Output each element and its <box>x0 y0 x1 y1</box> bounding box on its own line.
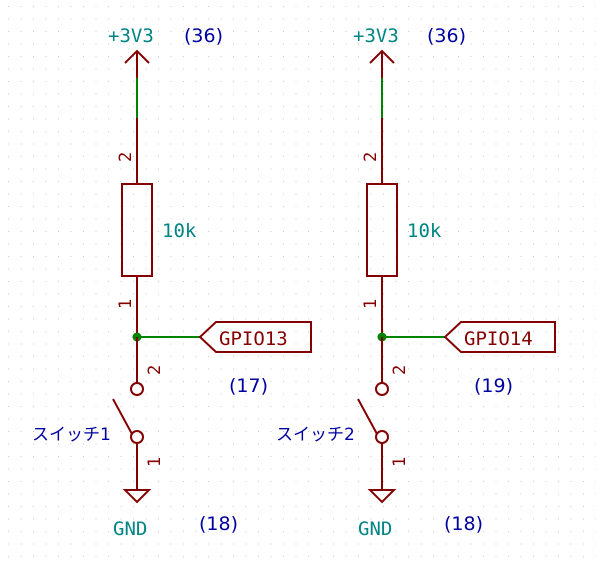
power-pin-number: (36) <box>427 25 466 47</box>
switch-pin-bottom: 1 <box>390 457 410 467</box>
resistor-body <box>366 183 398 277</box>
switch-name: スイッチ2 <box>276 425 355 445</box>
power-arrow-icon <box>369 49 395 78</box>
circuit-2: +3V3 (36) 2 1 10k GPIO14 (19) 2 1 スイッチ2 … <box>276 25 556 540</box>
circuit-1: +3V3 (36) 2 1 10k GPIO13 (17) 2 1 スイッチ1 … <box>32 25 312 540</box>
ground-icon <box>367 489 397 504</box>
ground-icon <box>122 489 152 504</box>
power-label: +3V3 <box>353 25 399 47</box>
switch-contact-bottom <box>130 430 144 444</box>
gpio-pin-number: (19) <box>474 375 513 397</box>
resistor-pin-bottom: 1 <box>361 299 381 309</box>
ground-pin-number: (18) <box>199 513 238 535</box>
gpio-label: GPIO14 <box>464 328 533 350</box>
gpio-label-flag <box>198 321 312 353</box>
gpio-label: GPIO13 <box>219 328 288 350</box>
grid-dots <box>8 6 596 557</box>
switch-pin-bottom: 1 <box>145 457 165 467</box>
resistor-pin-bottom: 1 <box>116 299 136 309</box>
gpio-pin-number: (17) <box>229 375 268 397</box>
switch-contact-bottom <box>375 430 389 444</box>
switch-pin-top: 2 <box>390 365 410 375</box>
resistor-body <box>121 183 153 277</box>
power-arrow-icon <box>124 49 150 78</box>
ground-pin-number: (18) <box>444 513 483 535</box>
switch-pin-top: 2 <box>145 365 165 375</box>
ground-label: GND <box>358 518 392 540</box>
resistor-pin-top: 2 <box>361 152 381 162</box>
gpio-label-flag <box>443 321 556 353</box>
switch-name: スイッチ1 <box>32 425 111 445</box>
resistor-pin-top: 2 <box>116 152 136 162</box>
switch-contact-top <box>130 382 144 396</box>
power-label: +3V3 <box>108 25 154 47</box>
resistor-value: 10k <box>407 220 442 242</box>
ground-label: GND <box>113 518 147 540</box>
switch-lever <box>357 398 378 435</box>
power-pin-number: (36) <box>184 25 223 47</box>
resistor-value: 10k <box>162 220 197 242</box>
switch-lever <box>112 398 133 435</box>
switch-contact-top <box>375 382 389 396</box>
